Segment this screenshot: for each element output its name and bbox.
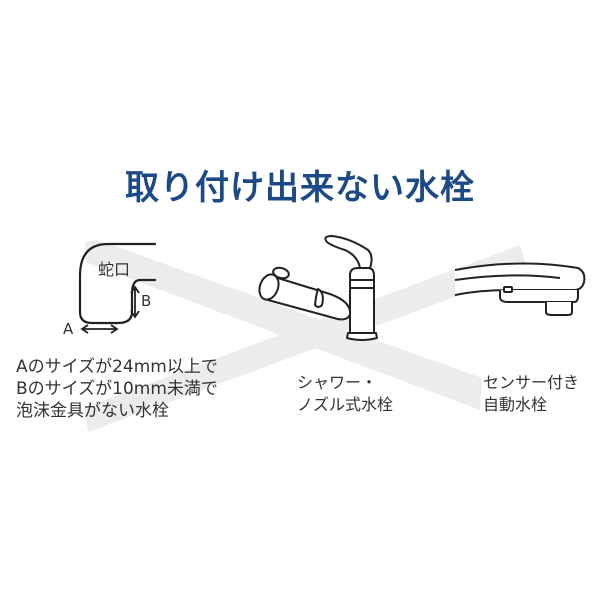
page-title: 取り付け出来ない水栓 bbox=[125, 168, 475, 208]
caption-line: 泡沫金具がない水栓 bbox=[16, 401, 169, 421]
shower-faucet-icon bbox=[258, 235, 378, 341]
dimension-b-label: B bbox=[141, 292, 152, 310]
caption-line: センサー付き bbox=[483, 373, 580, 392]
spout-caption: Aのサイズが24mm以上で Bのサイズが10mm未満で 泡沫金具がない水栓 bbox=[16, 356, 218, 422]
caption-line: Bのサイズが10mm未満で bbox=[16, 379, 218, 399]
caption-line: ノズル式水栓 bbox=[297, 395, 394, 414]
dimension-arrows-icon bbox=[80, 285, 140, 334]
sensor-caption: センサー付き 自動水栓 bbox=[483, 372, 579, 416]
sensor-faucet-icon bbox=[454, 262, 586, 316]
caption-line: 自動水栓 bbox=[483, 395, 548, 414]
caption-line: シャワー・ bbox=[297, 373, 378, 392]
caption-line: Aのサイズが24mm以上で bbox=[16, 357, 218, 377]
cross-x-icon bbox=[84, 240, 528, 432]
spout-label: 蛇口 bbox=[98, 260, 131, 279]
shower-caption: シャワー・ ノズル式水栓 bbox=[297, 372, 393, 416]
dimension-a-label: A bbox=[63, 320, 74, 338]
spout-outline-icon bbox=[78, 242, 157, 325]
